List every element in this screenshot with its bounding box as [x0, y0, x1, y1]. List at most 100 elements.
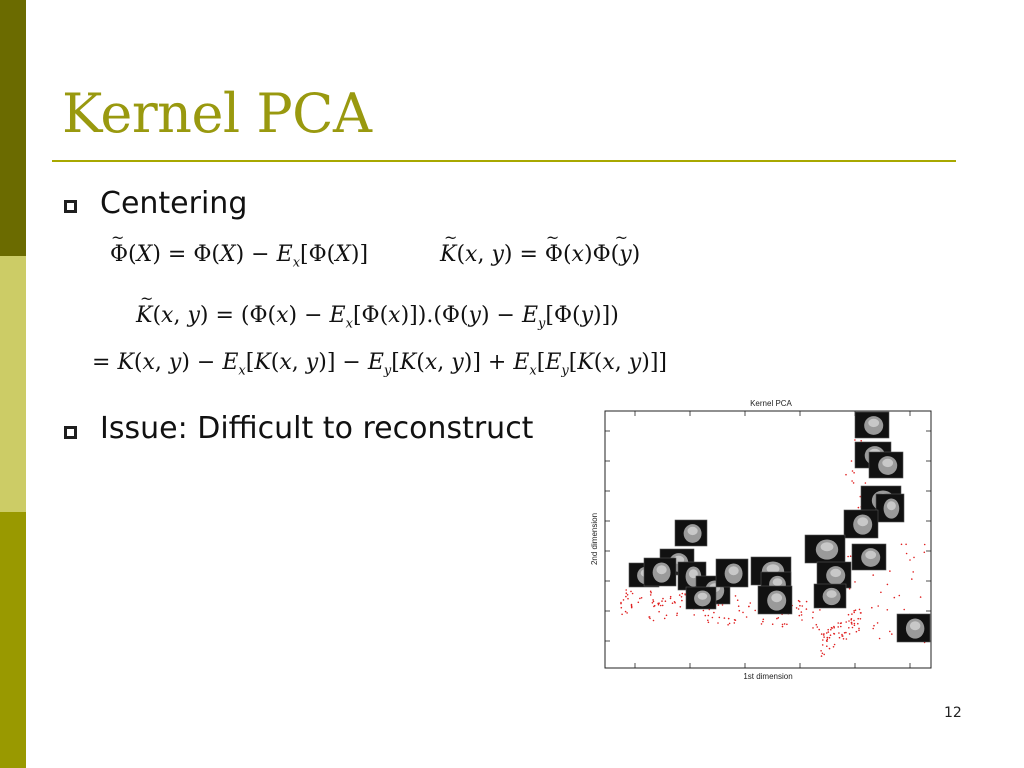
embedding-point	[650, 591, 652, 594]
embedding-point	[859, 495, 862, 498]
embedding-point	[721, 604, 724, 606]
embedding-point	[827, 631, 830, 633]
embedding-point	[858, 629, 860, 632]
embedding-point	[671, 602, 674, 604]
embedding-point	[848, 620, 850, 622]
embedding-point	[923, 551, 926, 554]
bullet-square-icon	[64, 200, 77, 213]
embedding-point	[838, 636, 841, 639]
embedding-point	[847, 555, 849, 558]
embedding-point	[762, 620, 764, 623]
embedding-point	[674, 602, 676, 604]
embedding-point	[652, 600, 655, 603]
embedding-point	[838, 632, 840, 634]
embedding-point	[849, 555, 852, 557]
embedding-point	[913, 556, 915, 559]
embedding-point	[829, 634, 832, 636]
embedding-point	[797, 608, 800, 610]
embedding-point	[821, 644, 824, 646]
embedding-point	[818, 628, 820, 631]
embedding-point	[781, 625, 784, 628]
embedding-point	[625, 589, 627, 591]
embedding-point	[749, 602, 752, 604]
embedding-point	[840, 622, 843, 624]
embedding-point	[845, 621, 847, 623]
embedding-point	[845, 638, 848, 640]
embedding-point	[669, 595, 672, 598]
face-thumbnail	[804, 534, 846, 564]
embedding-point	[649, 594, 652, 596]
embedding-point	[664, 600, 667, 602]
sidebar-band-top	[0, 0, 26, 256]
embedding-point	[771, 623, 774, 625]
face-thumbnail	[816, 561, 852, 589]
y-axis-label: 2nd dimension	[590, 513, 599, 565]
face-thumbnail	[896, 613, 931, 643]
embedding-point	[717, 622, 719, 624]
embedding-point	[853, 624, 856, 627]
axis-ticks	[605, 411, 931, 668]
embedding-point	[738, 609, 741, 612]
embedding-point	[630, 590, 632, 593]
embedding-point	[630, 605, 633, 608]
embedding-point	[871, 606, 873, 609]
embedding-point	[826, 636, 829, 639]
embedding-point	[886, 609, 889, 611]
embedding-point	[693, 614, 695, 616]
embedding-point	[621, 613, 623, 616]
embedding-point	[860, 440, 862, 442]
embedding-point	[847, 613, 850, 616]
face-thumbnail	[715, 558, 749, 588]
face-thumbnail	[643, 557, 677, 587]
embedding-point	[845, 473, 847, 476]
embedding-point	[841, 635, 843, 637]
bullet-square-icon	[64, 426, 77, 439]
embedding-point	[786, 623, 788, 626]
embedding-point	[797, 599, 800, 602]
embedding-point	[857, 622, 859, 625]
embedding-point	[826, 638, 829, 641]
embedding-point	[820, 633, 823, 635]
embedding-point	[820, 655, 823, 657]
embedding-point	[851, 470, 854, 472]
embedding-point	[630, 603, 633, 606]
embedding-point	[850, 622, 853, 624]
embedding-point	[795, 607, 798, 609]
embedding-point	[840, 625, 842, 628]
title-divider	[52, 160, 956, 162]
embedding-point	[909, 559, 911, 561]
embedding-point	[669, 597, 672, 600]
embedding-point	[684, 593, 687, 596]
embedding-point	[821, 652, 824, 655]
embedding-point	[631, 592, 634, 595]
embedding-point	[659, 604, 662, 607]
embedding-point	[848, 587, 851, 590]
embedding-point	[828, 636, 831, 639]
embedding-point	[903, 608, 905, 611]
embedding-point	[826, 645, 828, 647]
embedding-point	[713, 611, 715, 614]
face-thumbnail	[851, 543, 887, 571]
embedding-point	[620, 602, 622, 605]
embedding-point	[728, 622, 731, 625]
embedding-point	[811, 617, 814, 619]
bullet-centering: Centering	[100, 186, 248, 221]
face-thumbnail	[854, 411, 890, 439]
embedding-point	[893, 596, 896, 599]
figure-title: Kernel PCA	[750, 399, 792, 408]
embedding-point	[662, 597, 664, 600]
embedding-point	[620, 606, 623, 609]
embedding-point	[678, 594, 681, 596]
embedding-point	[676, 614, 678, 617]
embedding-point	[819, 609, 821, 611]
embedding-point	[851, 613, 853, 615]
embedding-point	[649, 617, 651, 620]
embedding-point	[665, 614, 668, 617]
sidebar-band-middle	[0, 256, 26, 512]
embedding-point	[737, 605, 740, 607]
embedding-point	[823, 636, 825, 638]
kernel-pca-figure: Kernel PCA 1st dimension 2nd dimension	[590, 399, 932, 681]
embedding-point	[801, 605, 804, 607]
embedding-point	[816, 626, 819, 628]
embedding-point	[858, 608, 861, 611]
